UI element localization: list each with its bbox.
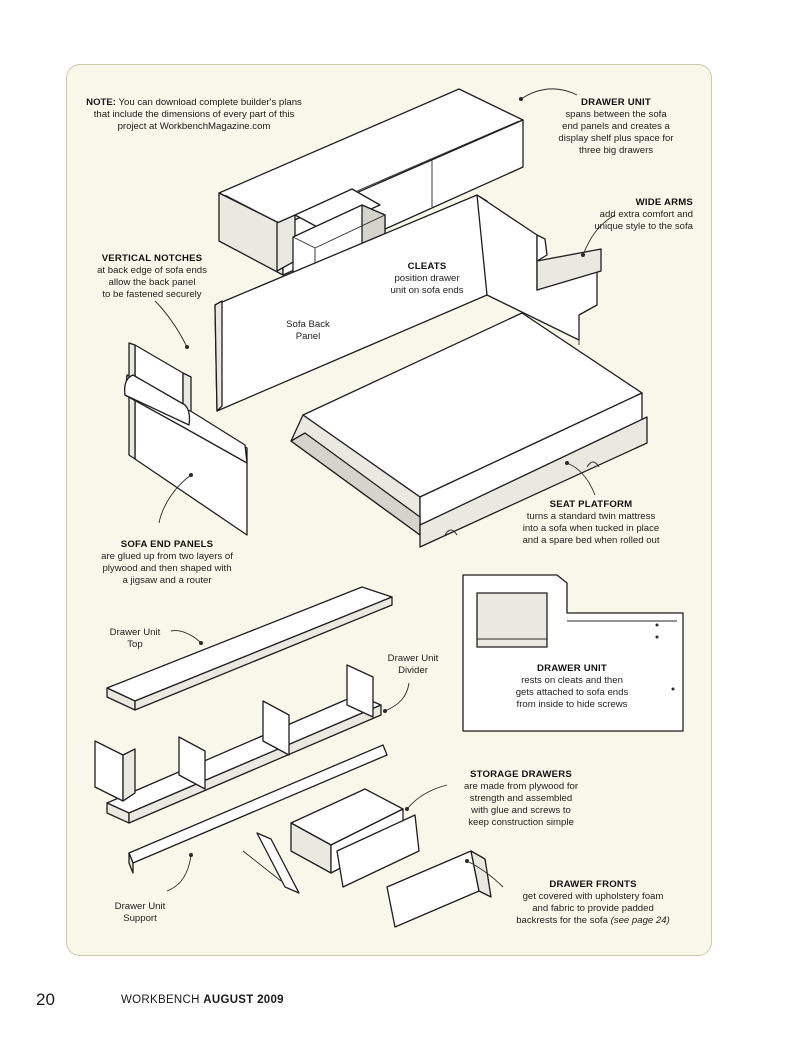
callout-line: position drawer [394,273,460,284]
callout-line: gets attached to sofa ends [515,687,629,698]
callout-title: VERTICAL NOTCHES [101,253,203,264]
callout-vertical-notches: VERTICAL NOTCHES at back edge of sofa en… [77,253,227,301]
callout-line: and a spare bed when rolled out [522,535,660,546]
callout-title: SEAT PLATFORM [549,499,633,510]
label-sofa-back-panel: Sofa Back Panel [263,319,353,343]
callout-drawer-fronts: DRAWER FRONTS get covered with upholster… [487,879,699,927]
illustration-panel: NOTE: You can download complete builder'… [66,64,712,956]
callout-title: SOFA END PANELS [120,539,214,550]
leader-drawer-unit-support [166,854,192,892]
callout-title: WIDE ARMS [635,197,693,208]
callout-line: unit on sofa ends [390,285,464,296]
label-drawer-unit-divider: Drawer Unit Divider [373,653,453,677]
label-line: Top [127,639,143,650]
drawer-unit-support-drawing [128,744,388,874]
issue-date: AUGUST 2009 [203,994,284,1006]
callout-line: allow the back panel [108,277,196,288]
callout-line: rests on cleats and then [521,675,623,686]
callout-line: turns a standard twin mattress [526,511,656,522]
drawer-unit-drawing [218,88,524,294]
label-line: Sofa Back [286,319,330,330]
storage-drawer-drawing [242,788,420,894]
callout-storage-drawers: STORAGE DRAWERS are made from plywood fo… [433,769,609,829]
callout-line-last: backrests for the sofa (see page 24) [487,915,699,927]
label-line: Support [123,913,157,924]
callout-line: are glued up from two layers of [101,551,233,562]
label-line: Panel [295,331,321,342]
callout-wide-arms: WIDE ARMS add extra comfort and unique s… [537,197,693,233]
drawer-unit-detail-drawing [462,574,684,732]
seat-platform-drawing [290,312,648,548]
callout-line: into a sofa when tucked in place [522,523,660,534]
leader-sofa-end-panels [158,474,192,524]
callout-line: plywood and then shaped with [102,563,232,574]
note-text: NOTE: You can download complete builder'… [79,97,309,133]
callout-title: DRAWER UNIT [537,663,607,674]
page-reference: (see page 24) [610,915,670,926]
callout-line: with glue and screws to [471,805,571,816]
callout-seat-platform: SEAT PLATFORM turns a standard twin matt… [485,499,697,547]
exploded-view-drawing [94,88,684,928]
leader-vertical-notches [154,300,188,348]
callout-line: three big drawers [578,145,654,156]
drawer-unit-carcass-drawing [94,664,382,824]
magazine-name: WORKBENCH [121,994,200,1006]
leader-seat-platform [566,462,596,496]
callout-drawer-unit: DRAWER UNIT spans between the sofa end p… [523,97,709,157]
callout-line: add extra comfort and [599,209,693,220]
callout-line: unique style to the sofa [594,221,693,232]
callout-line: keep construction simple [468,817,574,828]
leader-storage-drawers [406,784,448,810]
label-line: Divider [398,665,428,676]
callout-line-text: backrests for the sofa [516,915,608,926]
note-label: NOTE: [86,97,116,108]
callout-line: are made from plywood for [463,781,579,792]
callout-title: DRAWER UNIT [581,97,651,108]
leader-drawer-fronts [466,860,504,888]
callout-line: end panels and creates a [562,121,670,132]
callout-line: to be fastened securely [102,289,202,300]
callout-line: at back edge of sofa ends [97,265,207,276]
leader-drawer-unit-divider [384,682,410,712]
sofa-end-panel-drawing [124,342,248,536]
label-line: Drawer Unit [387,653,439,664]
callout-line: display shelf plus space for [558,133,674,144]
label-line: Drawer Unit [109,627,161,638]
callout-title: STORAGE DRAWERS [470,769,572,780]
magazine-issue: WORKBENCH AUGUST 2009 [121,994,284,1006]
page-number: 20 [36,990,55,1009]
callout-line: and fabric to provide padded [532,903,654,914]
label-drawer-unit-support: Drawer Unit Support [95,901,185,925]
drawer-front-drawing [386,850,492,928]
callout-sofa-end-panels: SOFA END PANELS are glued up from two la… [77,539,257,587]
callout-line: get covered with upholstery foam [522,891,664,902]
label-drawer-unit-top: Drawer Unit Top [95,627,175,651]
callout-line: a jigsaw and a router [122,575,212,586]
leader-drawer-unit [520,88,578,100]
drawer-unit-top-drawing [106,586,393,711]
sofa-back-panel-drawing [214,194,602,412]
label-line: Drawer Unit [114,901,166,912]
callout-title: DRAWER FRONTS [549,879,637,890]
callout-line: from inside to hide screws [516,699,628,710]
callout-title: CLEATS [407,261,447,272]
callout-cleats: CLEATS position drawer unit on sofa ends [367,261,487,297]
callout-drawer-unit-detail: DRAWER UNIT rests on cleats and then get… [487,663,657,711]
note-body: You can download complete builder's plan… [93,97,302,132]
callout-line: strength and assembled [469,793,573,804]
callout-line: spans between the sofa [565,109,667,120]
leader-wide-arms [582,214,616,256]
leader-drawer-unit-top [170,630,202,644]
